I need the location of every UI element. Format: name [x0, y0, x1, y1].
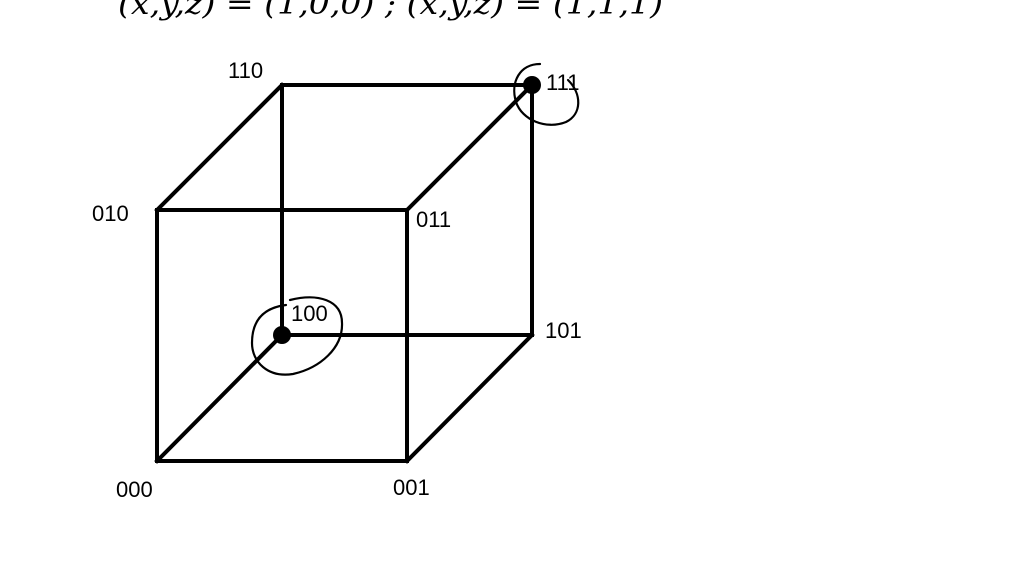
vertex-label-000: 000 [116, 477, 153, 502]
handwritten-annotation: (x,y,z) = (1,0,0) ; (x,y,z) = (1,1,1) [118, 0, 663, 22]
vertex-label-101: 101 [545, 318, 582, 343]
hand-drawn-circle-100 [250, 296, 344, 376]
vertex-label-010: 010 [92, 201, 129, 226]
highlight-100 [250, 296, 344, 376]
vertex-label-111: 111 [546, 70, 579, 95]
highlight-111 [513, 62, 580, 126]
vertex-dot-111 [523, 76, 541, 94]
hand-drawn-circle-111 [513, 62, 580, 126]
vertex-label-011: 011 [416, 207, 451, 232]
handwritten-note: (x,y,z) = (1,0,0) ; (x,y,z) = (1,1,1) [118, 0, 663, 22]
edge-011-111 [404, 82, 535, 213]
vertex-labels: 000 001 010 011 100 101 110 111 [92, 58, 582, 502]
edge-000-100 [154, 332, 285, 464]
vertex-label-100: 100 [291, 301, 328, 326]
vertex-label-110: 110 [228, 58, 263, 83]
cube-edges [154, 82, 535, 464]
vertex-dot-100 [273, 326, 291, 344]
edge-001-101 [404, 332, 535, 464]
edge-010-110 [154, 82, 285, 213]
vertex-label-001: 001 [393, 475, 430, 500]
